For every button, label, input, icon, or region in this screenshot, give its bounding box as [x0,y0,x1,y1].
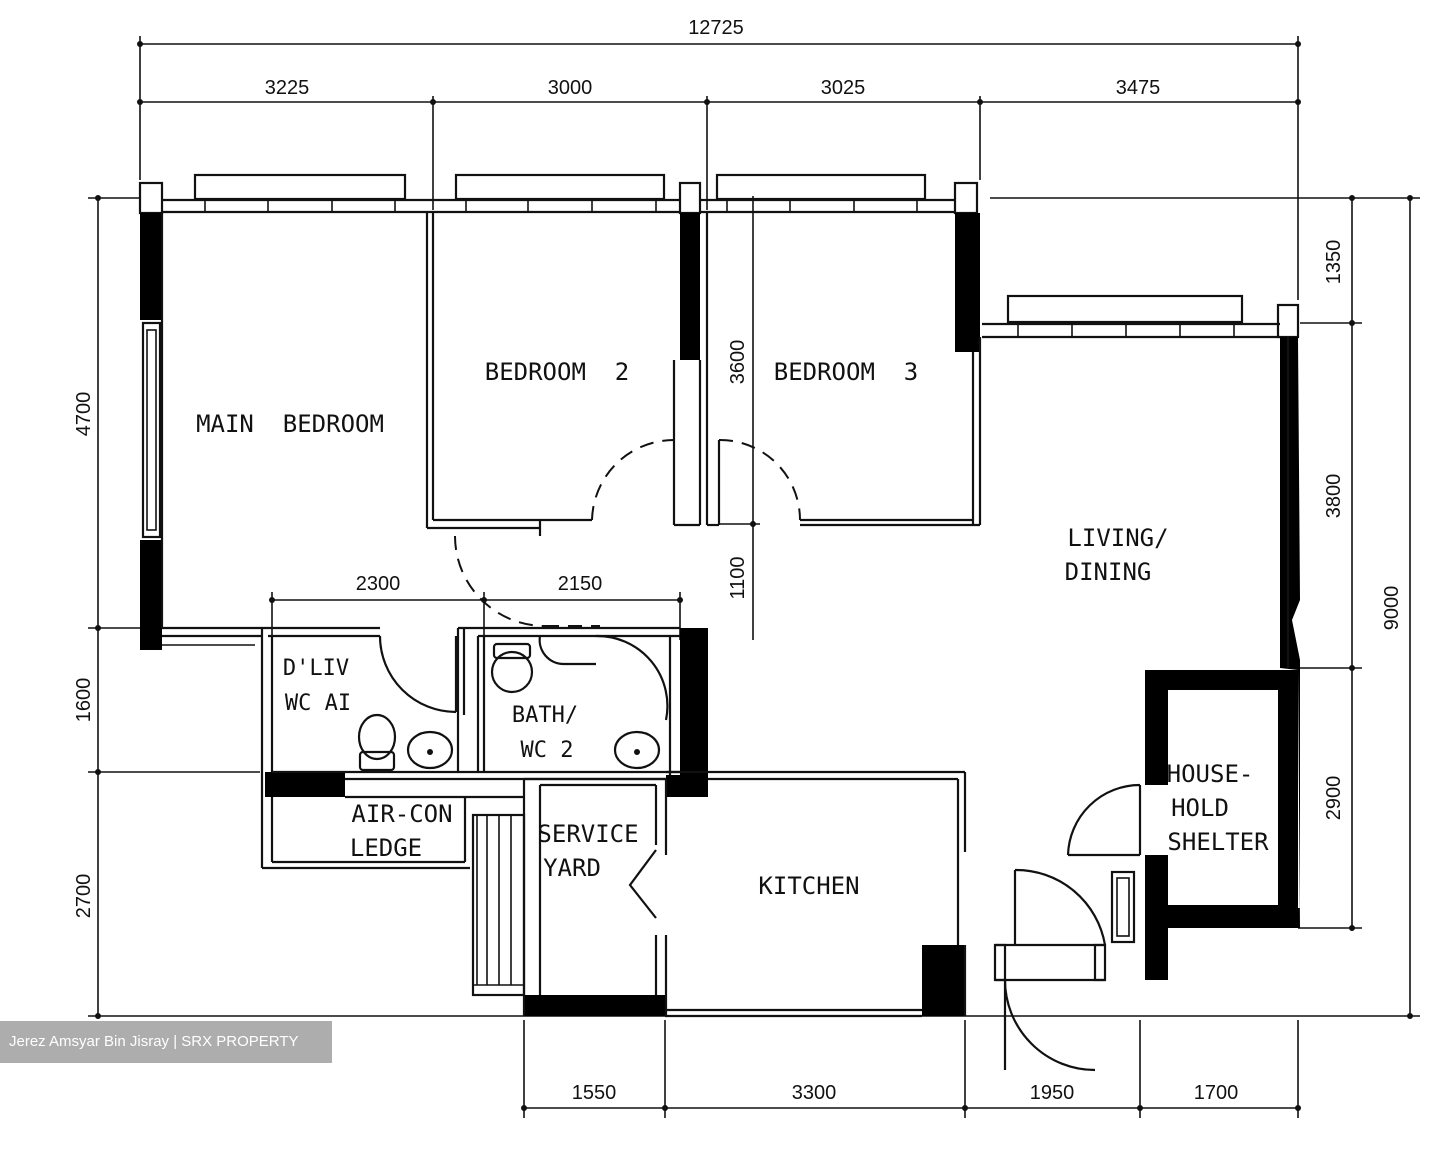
room-label-shelter-line2: HOLD [1171,794,1229,822]
dim-corridor: 1100 [727,556,749,599]
dim-bottom-4: 1700 [1194,1082,1239,1104]
watermark-label: Jerez Amsyar Bin Jisray | SRX PROPERTY [0,1021,332,1063]
room-label-bath-wc2-line1: BATH/ [512,703,578,728]
door-swings [378,438,1141,1072]
room-label-bath-wc2-line2: WC 2 [521,738,574,763]
dim-top-3: 3025 [821,77,866,99]
dim-bedroom3-wall: 3600 [727,340,749,385]
dim-right-2: 3800 [1323,474,1345,519]
structural-walls [140,213,1300,1016]
dim-top-1: 3225 [265,77,310,99]
bottom-dimension-lines [521,1020,1301,1118]
dim-bottom-1: 1550 [572,1082,617,1104]
bathroom-fixtures [357,642,661,772]
dim-inner-2: 2150 [558,573,603,595]
right-dimension-lines [990,195,1420,1019]
interior-walls [160,213,1290,1018]
room-label-service-yard-line2: YARD [543,854,601,882]
room-label-bath-wc1-line2: WC AI [285,691,351,716]
room-label-living-dining-line1: LIVING/ [1067,524,1168,552]
room-label-shelter-line1: HOUSE- [1167,760,1254,788]
room-label-shelter-line3: SHELTER [1167,828,1269,856]
room-label-service-yard-line1: SERVICE [537,820,638,848]
dim-left-1: 4700 [73,392,95,437]
left-dimension-lines [88,195,1420,1019]
dim-bottom-2: 3300 [792,1082,837,1104]
dim-left-3: 2700 [73,874,95,919]
dim-right-overall: 9000 [1381,586,1403,631]
dim-right-3: 2900 [1323,776,1345,821]
dim-top-4: 3475 [1116,77,1161,99]
top-windows [138,173,1300,339]
room-label-main-bedroom: MAIN BEDROOM [196,410,384,438]
dim-left-2: 1600 [73,678,95,723]
dim-overall-width: 12725 [688,17,744,39]
room-label-bath-wc1-line1: D'LIV [283,656,349,681]
dim-inner-1: 2300 [356,573,401,595]
room-label-living-dining-line2: DINING [1065,558,1152,586]
room-label-kitchen: KITCHEN [758,872,859,900]
dim-top-2: 3000 [548,77,593,99]
inner-dimension-lines [269,196,760,640]
room-label-aircon-line2: LEDGE [350,834,422,862]
dim-right-1: 1350 [1323,240,1345,285]
dim-bottom-3: 1950 [1030,1082,1075,1104]
main-bedroom-side-window [141,321,162,539]
top-dimension-lines [137,36,1301,300]
room-label-bedroom-2: BEDROOM 2 [485,358,630,386]
room-label-bedroom-3: BEDROOM 3 [774,358,919,386]
room-label-aircon-line1: AIR-CON [351,800,452,828]
